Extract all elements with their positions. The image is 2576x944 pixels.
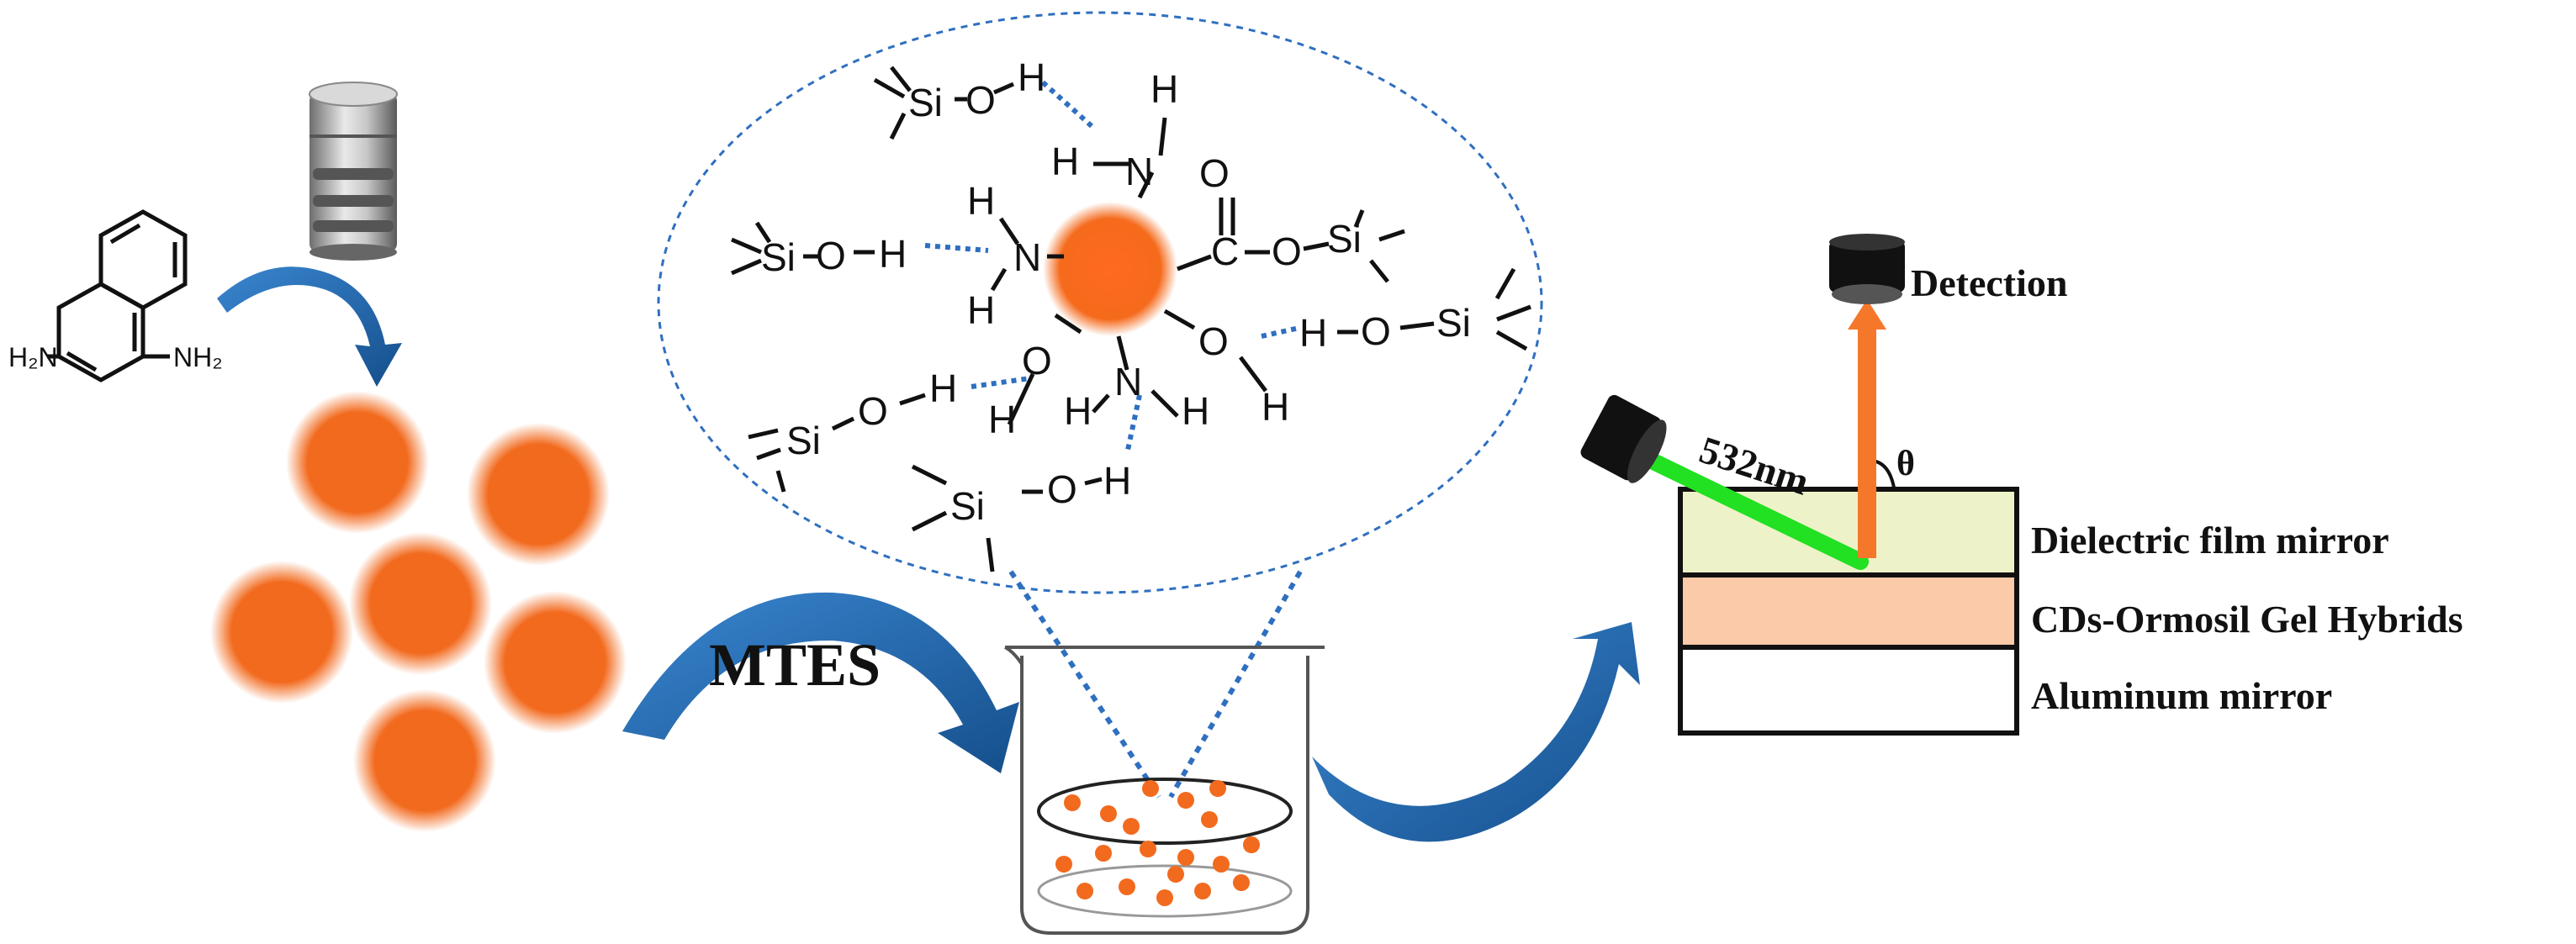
mtes-arrow-icon — [622, 592, 1019, 773]
zoom-ellipse — [657, 11, 1543, 594]
atom-n: N — [1114, 360, 1142, 403]
atom-o: O — [965, 78, 996, 122]
curved-arrow-icon — [1312, 622, 1640, 842]
zoom-lines — [1008, 570, 1303, 799]
autoclave-icon — [309, 82, 398, 261]
carbon-dot — [210, 561, 353, 704]
layer-label-cds: CDs-Ormosil Gel Hybrids — [2031, 598, 2463, 641]
laser-beam — [1647, 454, 1869, 570]
atom-si: Si — [908, 81, 943, 124]
layer-label-aluminum: Aluminum mirror — [2031, 674, 2332, 717]
amine-left-label: H₂N — [8, 342, 58, 372]
atom-h: H — [988, 398, 1016, 441]
atom-h: H — [967, 288, 995, 332]
atom-o: O — [1272, 229, 1302, 273]
carbon-dots-cluster — [210, 391, 627, 832]
atom-h: H — [1182, 389, 1209, 433]
atom-si: Si — [950, 484, 985, 528]
atom-h: H — [1150, 67, 1178, 111]
atom-si: Si — [1327, 217, 1362, 261]
atom-si: Si — [786, 419, 821, 462]
carbon-dot — [353, 689, 496, 832]
atom-h: H — [879, 232, 907, 276]
amine-right-label: NH₂ — [173, 342, 223, 372]
curved-arrow-icon — [217, 266, 402, 387]
layer-aluminum — [1678, 645, 2019, 736]
atom-o: O — [858, 389, 888, 433]
angle-label: θ — [1896, 445, 1915, 483]
emission-arrow — [1848, 299, 1886, 558]
atom-c: C — [1211, 229, 1239, 273]
atom-o: O — [1022, 339, 1052, 382]
central-carbon-dot — [1043, 202, 1177, 336]
laser-source-icon — [1580, 394, 1667, 483]
layer-cds-ormosil — [1678, 572, 2019, 650]
carbon-dot — [286, 391, 429, 534]
reagent-label: MTES — [709, 631, 881, 699]
atom-n: N — [1125, 150, 1153, 193]
carbon-dot — [349, 532, 492, 675]
atom-h: H — [1064, 389, 1092, 433]
atom-si: Si — [761, 235, 796, 279]
atom-n: N — [1013, 235, 1041, 279]
carbon-dot — [484, 591, 627, 734]
atom-h: H — [1299, 311, 1327, 355]
atom-o: O — [1361, 309, 1391, 353]
diaminonaphthalene-structure — [47, 209, 188, 382]
atom-h: H — [1103, 459, 1131, 503]
beaker-icon — [1004, 646, 1325, 935]
atom-o: O — [1047, 467, 1077, 511]
layer-label-dielectric: Dielectric film mirror — [2031, 519, 2389, 562]
carbon-dot — [467, 423, 610, 566]
atom-o: O — [816, 234, 846, 277]
detection-label: Detection — [1911, 261, 2067, 304]
atom-h: H — [1262, 385, 1289, 429]
atom-h: H — [1018, 55, 1045, 99]
atom-si: Si — [1436, 301, 1471, 345]
atom-h: H — [1051, 140, 1079, 183]
atom-h: H — [929, 367, 957, 410]
surface-chemistry-diagram: Si O H H H N O C O Si H N H Si O H O H N… — [731, 55, 1531, 572]
detector-icon — [1829, 234, 1905, 304]
atom-o: O — [1199, 151, 1230, 195]
atom-h: H — [967, 179, 995, 223]
optical-setup — [1580, 234, 2019, 736]
atom-o: O — [1198, 319, 1229, 363]
